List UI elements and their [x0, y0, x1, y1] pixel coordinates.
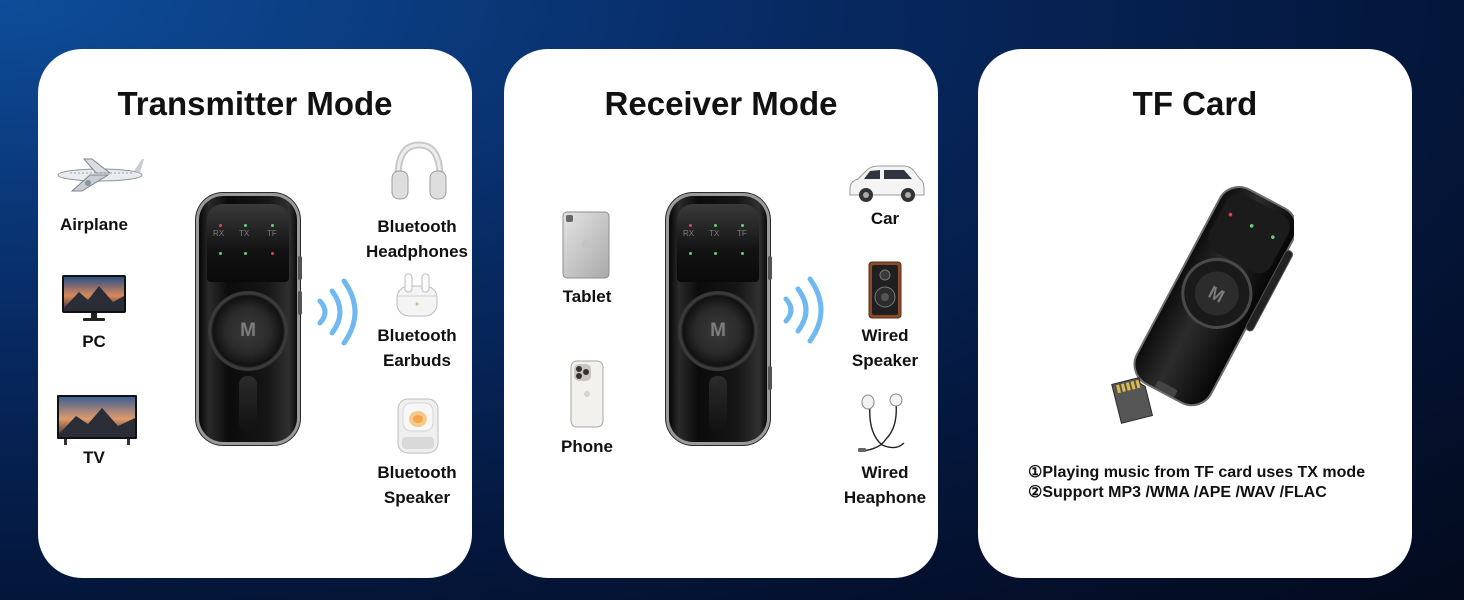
status-led [271, 252, 274, 255]
source-label-tv: TV [83, 448, 105, 467]
rx-led [689, 224, 692, 227]
bluetooth-adapter-device: RX TX TF M [669, 196, 772, 442]
indicator-rx: RX [683, 229, 695, 238]
note-tx-mode: ①Playing music from TF card uses TX mode [1028, 464, 1366, 481]
panel-title: Receiver Mode [604, 85, 838, 122]
status-led [714, 252, 717, 255]
rx-led [219, 224, 222, 227]
tv-icon [57, 395, 137, 445]
source-label-airplane: Airplane [59, 215, 129, 234]
output-label-line1: Bluetooth [377, 326, 457, 345]
wired-earphones-icon [858, 393, 905, 452]
tf-card-panel: TF Card M [978, 49, 1412, 578]
output-label-line1: Wired [861, 326, 909, 345]
receiver-mode-panel: Receiver Mode Tablet Phone RX TX TF M [504, 49, 938, 578]
status-led [741, 252, 744, 255]
source-label-phone: Phone [561, 437, 613, 456]
indicator-panel [677, 204, 759, 282]
output-label-headphones: Bluetooth Headphones [352, 214, 472, 264]
m-button-label: M [240, 320, 256, 341]
output-label-line2: Earbuds [382, 351, 452, 370]
output-label-earbuds: Bluetooth Earbuds [352, 323, 472, 373]
indicator-tx: TX [239, 229, 250, 238]
output-label-line1: Bluetooth [377, 217, 457, 236]
phone-icon [570, 360, 604, 428]
note-formats: ②Support MP3 /WMA /APE /WAV /FLAC [1028, 484, 1327, 501]
tf-card-icon [1111, 377, 1154, 424]
indicator-rx: RX [213, 229, 225, 238]
tf-led [271, 224, 274, 227]
source-label-tablet: Tablet [562, 287, 612, 306]
output-label-line2: Heaphone [843, 488, 927, 507]
earbuds-icon [396, 273, 438, 317]
speaker-icon [868, 261, 902, 319]
m-button: M [678, 291, 758, 371]
bluetooth-signal-icon [317, 278, 358, 346]
m-button: M [208, 291, 288, 371]
output-label-line2: Headphones [365, 242, 469, 261]
output-label-car: Car [870, 209, 900, 228]
bluetooth-adapter-device: RX TX TF M [199, 196, 302, 442]
transmitter-mode-panel: Transmitter Mode Airplane PC [38, 49, 472, 578]
smart-speaker-icon [397, 398, 439, 454]
output-label-line2: Speaker [383, 488, 451, 507]
tx-led [244, 224, 247, 227]
indicator-tx: TX [709, 229, 720, 238]
status-led [689, 252, 692, 255]
airplane-icon [57, 158, 144, 192]
bluetooth-signal-icon [783, 276, 824, 344]
side-button [298, 291, 302, 315]
tf-led [741, 224, 744, 227]
output-label-wired-headphone: Wired Heaphone [820, 460, 938, 510]
output-label-speaker: Bluetooth Speaker [352, 460, 472, 510]
output-label-line1: Bluetooth [377, 463, 457, 482]
source-label-pc: PC [82, 332, 106, 351]
status-led [244, 252, 247, 255]
indicator-panel [207, 204, 289, 282]
output-label-line1: Wired [861, 463, 909, 482]
side-button [768, 256, 772, 280]
tx-led [714, 224, 717, 227]
output-label-wired-speaker: Wired Speaker [820, 323, 938, 373]
status-led [219, 252, 222, 255]
side-button [768, 366, 772, 390]
monitor-icon [62, 275, 126, 321]
bluetooth-adapter-tf-icon: M [1133, 186, 1294, 407]
tablet-icon [562, 211, 610, 279]
headphones-icon [391, 141, 447, 200]
indicator-tf: TF [267, 229, 277, 238]
output-label-line2: Speaker [851, 351, 919, 370]
car-icon [849, 165, 925, 202]
device-body-highlight [239, 376, 257, 432]
panel-title: TF Card [1132, 85, 1258, 122]
panel-title: Transmitter Mode [117, 85, 393, 122]
tf-card-notes: ①Playing music from TF card uses TX mode… [1028, 463, 1365, 503]
m-button-label: M [710, 320, 726, 341]
indicator-tf: TF [737, 229, 747, 238]
side-button [298, 256, 302, 280]
device-body-highlight [709, 376, 727, 432]
